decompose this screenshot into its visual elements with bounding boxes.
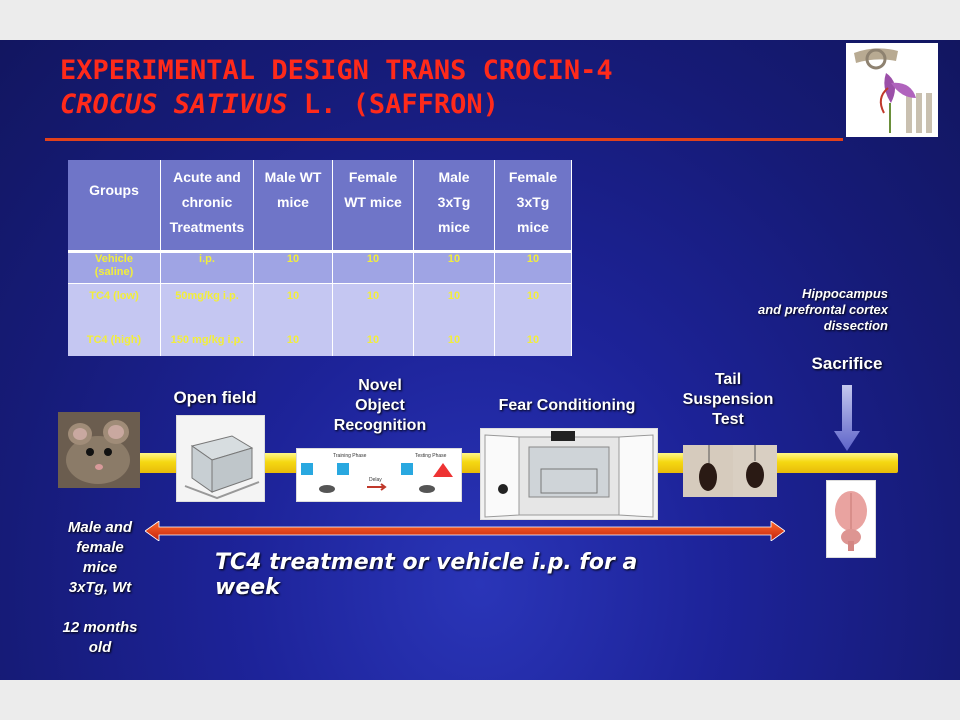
row-value: 10 — [413, 250, 495, 284]
brain-photo — [826, 480, 876, 558]
subjects-label: Male and female mice 3xTg, Wt 12 months … — [62, 519, 138, 656]
species-name: CROCUS SATIVUS — [60, 89, 288, 120]
fear-conditioning-photo — [480, 428, 658, 520]
tail-suspension-photo-1 — [683, 445, 733, 497]
row-treatment: i.p. — [160, 250, 254, 284]
slide-title: EXPERIMENTAL DESIGN TRANS CROCIN-4 CROCU… — [60, 54, 613, 122]
dissection-note: Hippocampus and prefrontal cortex dissec… — [757, 286, 888, 333]
species-suffix: L. (SAFFRON) — [287, 89, 499, 120]
nor-delay-label: Delay — [369, 477, 382, 483]
table-row: Vehicle (saline) i.p. 10 10 10 10 — [68, 250, 572, 284]
row-value: 10 — [253, 250, 333, 284]
row-value: 10 — [494, 250, 572, 284]
row-group: TC4 (low)TC4 (high) — [68, 283, 161, 356]
nor-testing-label: Testing Phase — [415, 453, 447, 459]
table-row-tc4: TC4 (low)TC4 (high) 50mg/kg i.p.150 mg/k… — [68, 283, 572, 356]
treatment-duration-arrow-icon — [145, 521, 785, 541]
open-field-label: Open field — [173, 388, 257, 407]
slide: EXPERIMENTAL DESIGN TRANS CROCIN-4 CROCU… — [0, 40, 960, 680]
row-group: Vehicle (saline) — [68, 250, 161, 284]
treatment-text: TC4 treatment or vehicle i.p. for a week — [215, 550, 638, 600]
open-field-photo — [176, 415, 265, 502]
sacrifice-label: Sacrifice — [811, 354, 883, 373]
sacrifice-arrow-icon — [834, 385, 860, 451]
fear-conditioning-label: Fear Conditioning — [498, 397, 636, 414]
title-underline — [45, 138, 843, 141]
title-line-2: CROCUS SATIVUS L. (SAFFRON) — [60, 88, 613, 122]
header-groups: Groups — [68, 160, 161, 252]
tail-suspension-photo-2 — [733, 445, 777, 497]
mouse-photo — [58, 412, 140, 488]
logo-image — [846, 43, 938, 137]
title-line-1: EXPERIMENTAL DESIGN TRANS CROCIN-4 — [60, 55, 613, 86]
row-value: 10 — [332, 250, 414, 284]
row-treatment: 50mg/kg i.p.150 mg/kg i.p. — [160, 283, 254, 356]
novel-object-photo: Training Phase Testing Phase Delay — [296, 448, 462, 502]
nor-training-label: Training Phase — [333, 453, 367, 459]
